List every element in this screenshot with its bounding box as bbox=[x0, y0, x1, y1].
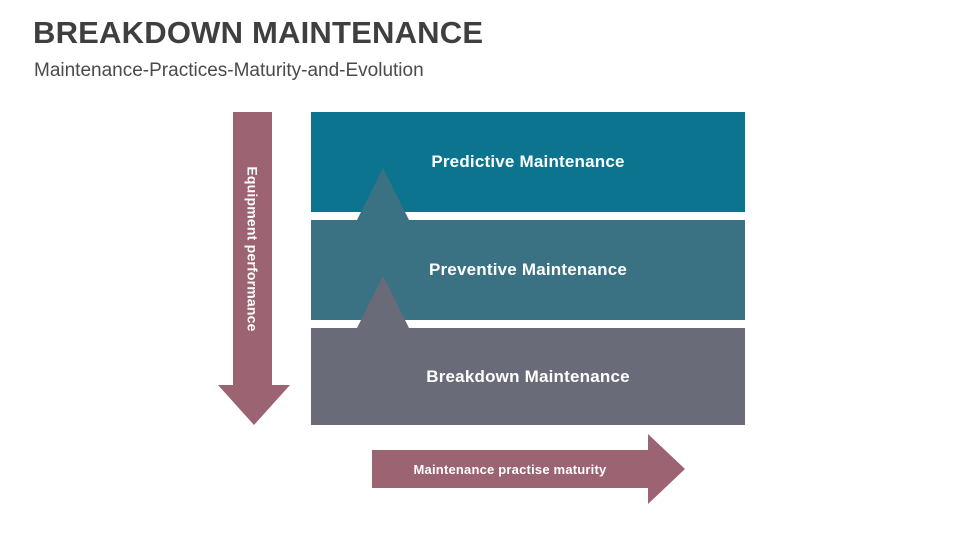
maintenance-maturity-label: Maintenance practise maturity bbox=[413, 461, 607, 477]
chevron-outline-lower bbox=[0, 60, 960, 120]
stage-label-predictive: Predictive Maintenance bbox=[431, 152, 625, 171]
equipment-performance-label: Equipment performance bbox=[233, 112, 272, 385]
arrow-right-head-icon bbox=[648, 434, 685, 504]
chevron-up-icon-breakdown-to-preventive bbox=[357, 276, 409, 328]
arrow-shaft bbox=[372, 450, 648, 488]
maintenance-maturity-arrow: Maintenance practise maturity bbox=[372, 434, 685, 504]
arrow-shaft bbox=[233, 112, 272, 385]
equipment-performance-label-text: Equipment performance bbox=[244, 165, 261, 332]
arrow-down-head-icon bbox=[218, 385, 290, 425]
stage-bar-breakdown[interactable]: Breakdown Maintenance bbox=[311, 328, 745, 425]
stage-label-breakdown: Breakdown Maintenance bbox=[426, 366, 630, 386]
equipment-performance-arrow: Equipment performance bbox=[218, 112, 290, 425]
chevron-outline-upper bbox=[0, 0, 960, 60]
chevron-up-icon-preventive-to-predictive bbox=[357, 168, 409, 220]
stage-label-preventive: Preventive Maintenance bbox=[428, 260, 628, 279]
page-subtitle: Maintenance-Practices-Maturity-and-Evolu… bbox=[34, 60, 424, 81]
page-title: BREAKDOWN MAINTENANCE bbox=[33, 15, 484, 50]
